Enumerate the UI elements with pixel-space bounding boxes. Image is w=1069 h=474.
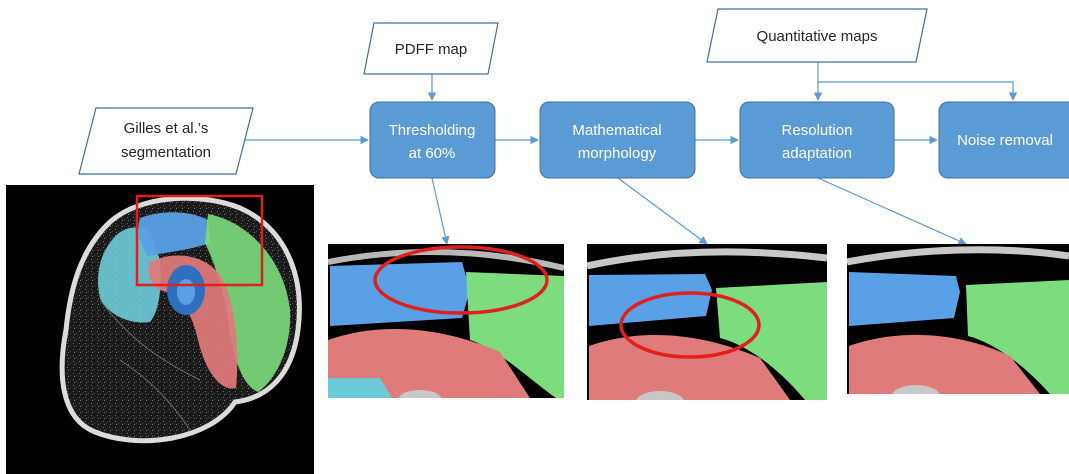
crop-morph-red [589,334,790,400]
step-threshold-line1: Thresholding [389,122,476,139]
step-resolution-line1: Resolution [782,122,853,139]
step-resolution-box [739,101,895,179]
step-threshold: Thresholding at 60% [369,101,496,179]
step-noise: Noise removal [938,101,1069,179]
muscle-blue [138,212,210,256]
arrow-resolution-to-crop3 [817,177,967,245]
fascia-lines [99,299,201,431]
crop-resolution-skin [847,246,1069,266]
mri-full-slice [6,185,314,474]
crop-threshold [328,244,564,398]
zoom-region-box [135,194,264,287]
crop-resolution-green [966,280,1069,394]
arrow-quant-to-noise [818,81,1018,101]
input-segmentation-line2: segmentation [121,144,211,161]
muscle-green [205,214,291,392]
step-morph-line2: morphology [578,145,657,162]
crop-morph-skin [587,248,827,270]
step-morph-line1: Mathematical [572,122,661,139]
crop-morph-highlight-ellipse [619,291,761,359]
step-resolution: Resolution adaptation [739,101,895,179]
input-segmentation-line1: Gilles et al.’s [124,120,209,137]
crop-threshold-blue [330,262,470,326]
crop-threshold-green [466,272,564,398]
crop-resolution-red [849,334,1040,394]
crop-resolution-bone [892,385,940,394]
step-noise-label: Noise removal [957,132,1053,149]
input-quant-label: Quantitative maps [757,28,878,45]
step-morph-box [539,101,696,179]
input-pdff: PDFF map [363,22,499,75]
crop-resolution [847,244,1069,394]
connectors [241,62,1018,245]
crop-resolution-blue [849,272,960,326]
crop-threshold-highlight-ellipse [373,245,549,315]
arrow-threshold-to-crop1 [431,177,450,245]
input-pdff-shape [363,22,499,75]
crop-morph-bone [636,391,684,400]
step-threshold-box [369,101,496,179]
input-segmentation-shape [78,107,254,175]
input-pdff-label: PDFF map [395,41,468,58]
crop-morph-green [716,282,827,400]
input-quant-shape [706,8,928,63]
arrow-morph-to-crop2 [617,177,708,245]
step-noise-box [938,101,1069,179]
crop-morph [587,244,827,400]
input-quant: Quantitative maps [706,8,928,63]
step-resolution-line2: adaptation [782,145,852,162]
input-segmentation: Gilles et al.’s segmentation [78,107,254,175]
femur-core [177,279,195,305]
step-threshold-line2: at 60% [409,145,456,162]
step-morph: Mathematical morphology [539,101,696,179]
crop-threshold-bone [398,390,442,398]
crop-threshold-cyan [328,378,392,398]
